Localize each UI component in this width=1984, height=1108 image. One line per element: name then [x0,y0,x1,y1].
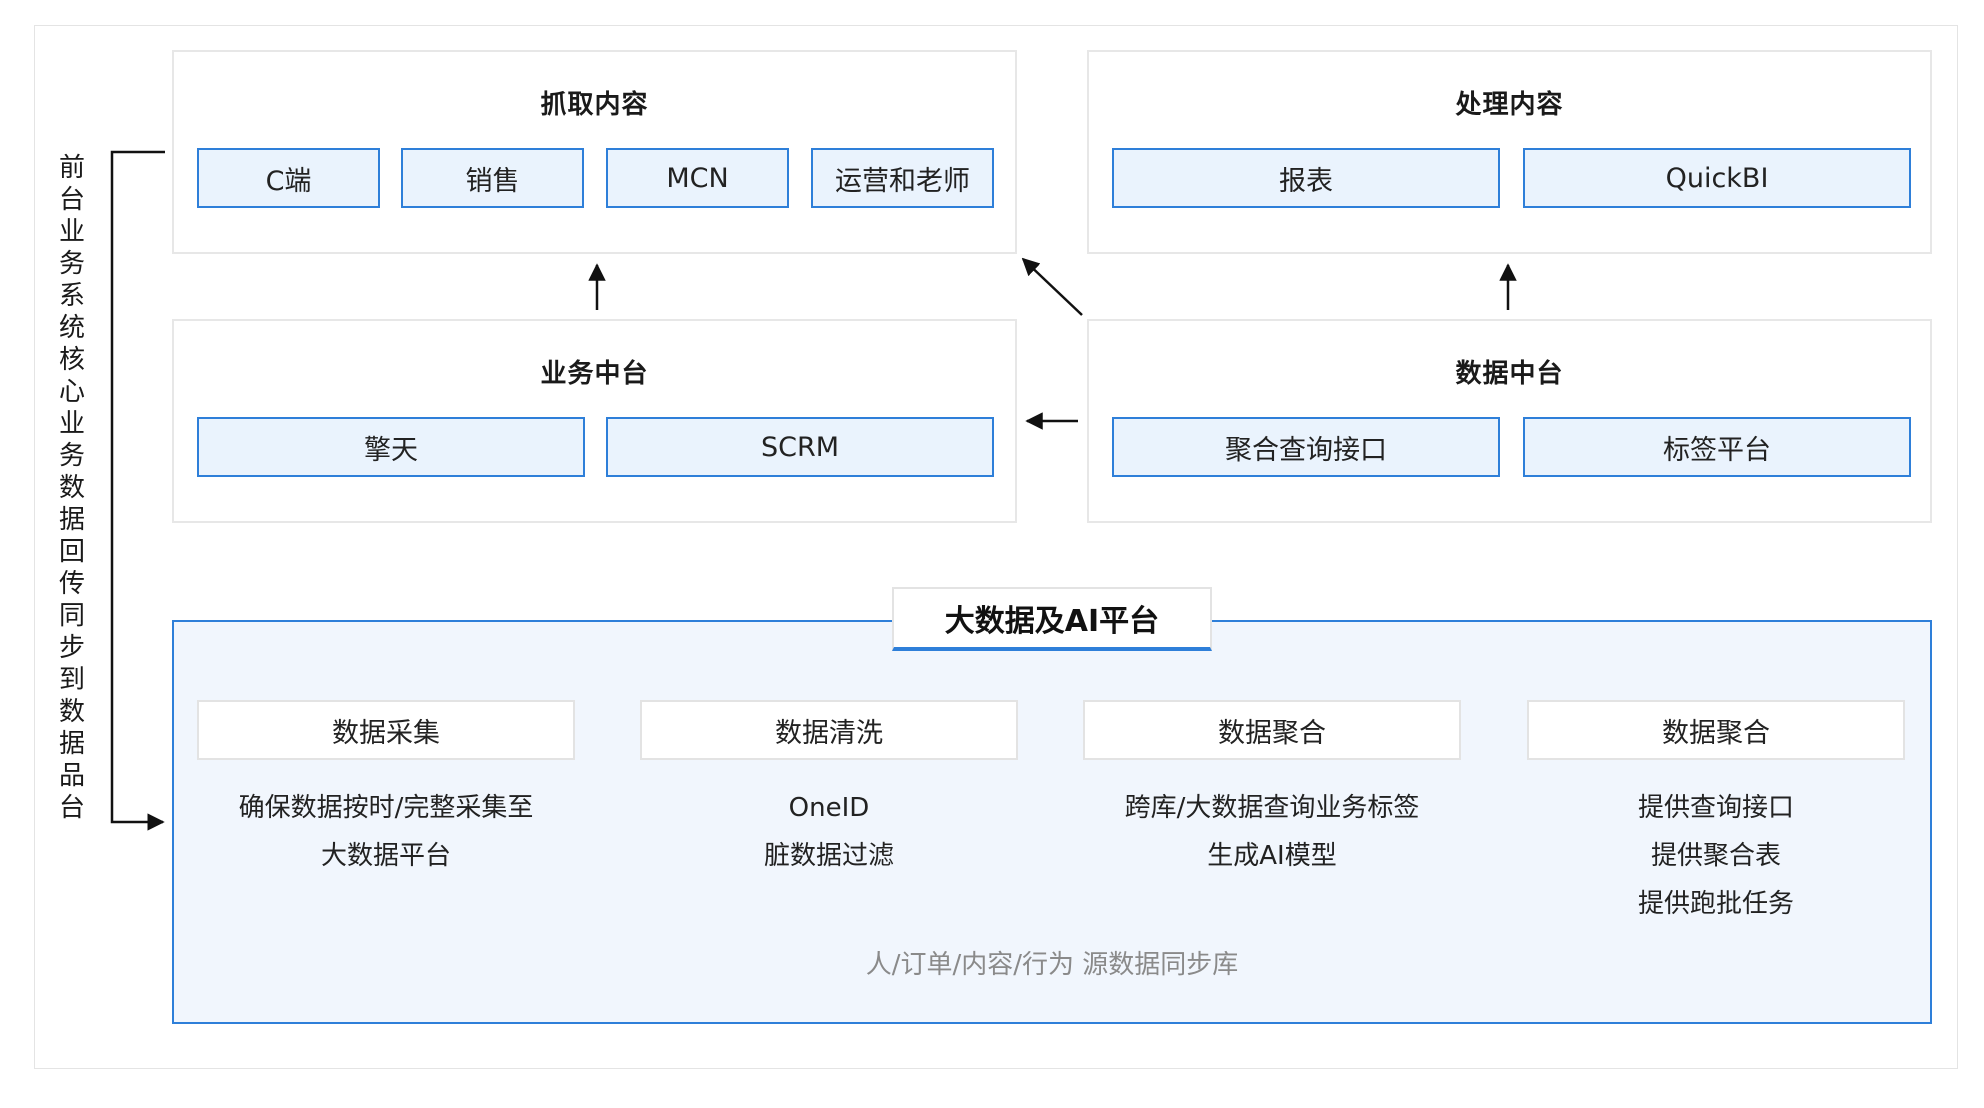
panel-title: 处理内容 [1455,90,1564,120]
column-desc-clean: OneID 脏数据过滤 [640,784,1018,880]
panel-business-middle: 业务中台 擎天 SCRM [172,319,1017,523]
source-sync-library-note: 人/订单/内容/行为 源数据同步库 [865,950,1239,980]
arrow-data-to-capture [1021,257,1083,316]
panel-capture-content: 抓取内容 C端 销售 MCN 运营和老师 [172,50,1017,254]
chip-c-end: C端 [197,148,380,208]
side-label-sync-to-data-platform: 前台业务系统核心业务数据回传同步到数据品台 [58,153,85,823]
desc-line: 生成AI模型 [1207,841,1337,871]
arrow-sync-bracket [110,150,165,831]
desc-line: 确保数据按时/完整采集至 [238,793,534,823]
desc-line: 脏数据过滤 [763,841,894,871]
chip-mcn: MCN [606,148,789,208]
panel-title: 数据中台 [1455,359,1564,389]
column-heading-clean: 数据清洗 [640,700,1018,760]
panel-title: 抓取内容 [540,90,649,120]
chip-scrm: SCRM [606,417,994,477]
desc-line: 跨库/大数据查询业务标签 [1124,793,1420,823]
panel-data-middle: 数据中台 聚合查询接口 标签平台 [1087,319,1932,523]
column-desc-aggregate: 跨库/大数据查询业务标签 生成AI模型 [1083,784,1461,880]
chip-aggregate-query-api: 聚合查询接口 [1112,417,1500,477]
chip-report: 报表 [1112,148,1500,208]
desc-line: 提供跑批任务 [1637,889,1794,919]
desc-line: 提供聚合表 [1650,841,1781,871]
column-heading-aggregate: 数据聚合 [1083,700,1461,760]
panel-process-content: 处理内容 报表 QuickBI [1087,50,1932,254]
column-desc-collect: 确保数据按时/完整采集至 大数据平台 [197,784,575,880]
chip-tag-platform: 标签平台 [1523,417,1911,477]
chip-quickbi: QuickBI [1523,148,1911,208]
panel-title: 业务中台 [540,359,649,389]
chip-sales: 销售 [401,148,584,208]
column-desc-aggregate-2: 提供查询接口 提供聚合表 提供跑批任务 [1527,784,1905,928]
desc-line: 提供查询接口 [1637,793,1794,823]
chip-ops-teachers: 运营和老师 [811,148,994,208]
desc-line: OneID [788,793,870,823]
desc-line: 大数据平台 [320,841,451,871]
platform-title: 大数据及AI平台 [892,587,1212,651]
column-heading-aggregate-2: 数据聚合 [1527,700,1905,760]
column-heading-collect: 数据采集 [197,700,575,760]
panel-bigdata-ai-platform [172,620,1932,1024]
chip-qingtian: 擎天 [197,417,585,477]
